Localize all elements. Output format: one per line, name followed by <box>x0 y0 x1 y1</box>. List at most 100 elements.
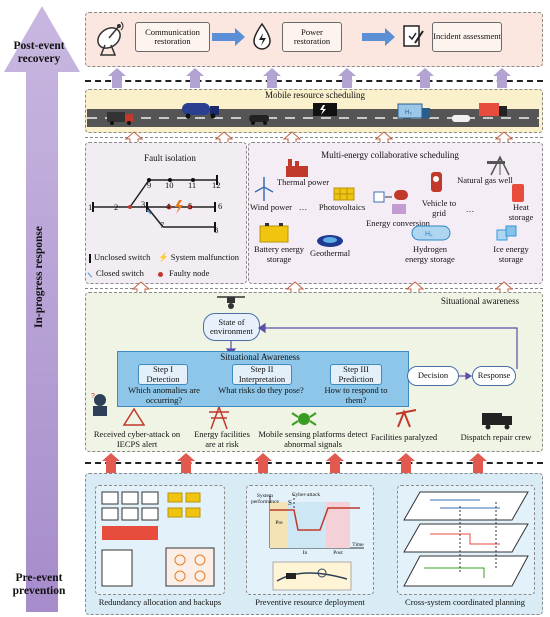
drone-icon <box>217 296 245 309</box>
chart-in: In <box>302 550 308 556</box>
chart-xlabel: Time <box>352 542 364 548</box>
fault-node-label: 3 <box>141 199 146 209</box>
fault-node-label: 9 <box>147 180 152 190</box>
chart-pre: Pre <box>275 520 283 526</box>
wind-label: Wind power <box>250 202 292 212</box>
separator-2 <box>85 137 543 138</box>
assessment-icon <box>403 25 424 47</box>
v2g-label: Vehicle to grid <box>421 198 457 218</box>
separator-4 <box>85 462 543 464</box>
heat-storage-icon <box>512 184 524 202</box>
awareness-title: Situational awareness <box>440 296 520 306</box>
chart-post: Post <box>333 550 343 556</box>
transition-arrows-3 <box>131 281 514 296</box>
sa-question-1: Which anomalies are occurring? <box>128 385 200 405</box>
legend-closed-switch: Closed switch <box>87 268 144 278</box>
legend-system-malfunction: ⚡ System malfunction <box>158 252 239 262</box>
fault-node-label: 11 <box>188 180 197 190</box>
alert-recycle-icon <box>122 407 146 426</box>
battery-label: Battery energy storage <box>253 244 305 264</box>
hacker-icon: ? <box>91 393 107 416</box>
fault-node-label: 4 <box>166 201 171 211</box>
fault-title: Fault isolation <box>144 153 196 163</box>
fault-node-label: 2 <box>114 202 119 212</box>
response-box: Response <box>472 366 516 386</box>
ice-label: Ice energy storage <box>493 244 529 264</box>
state-of-environment: State of environment <box>203 313 260 341</box>
transition-arrows-1 <box>108 68 511 88</box>
oil-pump-icon <box>395 409 417 428</box>
battery-icon <box>259 223 289 243</box>
geothermal-label: Geothermal <box>309 248 351 258</box>
sa-title: Situational Awareness <box>220 352 300 362</box>
recovery-step-incident: Incident assessment <box>432 22 502 52</box>
sensing-robot-icon <box>291 412 317 426</box>
transition-arrows-2 <box>124 131 514 146</box>
awareness-item-1: Received cyber-attack on IECPS alert <box>93 429 181 449</box>
recovery-step-communication: Communication restoration <box>135 22 210 52</box>
heat-label: Heat storage <box>508 202 534 222</box>
svg-text:H₂: H₂ <box>405 110 412 116</box>
energy-conversion-icon <box>373 190 408 214</box>
energy-title: Multi-energy collaborative scheduling <box>321 150 459 160</box>
thermal-plant-icon <box>286 159 308 177</box>
fault-node-label: 10 <box>165 180 174 190</box>
fault-node-label: 6 <box>218 201 223 211</box>
fault-node-label: 5 <box>188 201 193 211</box>
sa-step-1: Step I Detection <box>138 364 188 385</box>
thermal-label: Thermal power <box>276 177 330 187</box>
awareness-item-2: Energy facilities are at risk <box>194 429 250 449</box>
geothermal-icon <box>317 235 343 247</box>
legend-unclosed-switch: Unclosed switch <box>89 252 150 263</box>
tanker-icon <box>182 103 219 119</box>
ice-storage-icon <box>496 225 517 241</box>
transition-arrows-4 <box>102 453 487 473</box>
legend-faulty-node: Faulty node <box>158 268 209 278</box>
svg-text:?: ? <box>91 393 95 400</box>
pv-label: Photovoltaics <box>318 202 366 212</box>
truck-icon <box>107 112 133 125</box>
mobile-title: Mobile resource scheduling <box>265 90 365 100</box>
hydrogen-truck-icon: H₂ <box>397 103 430 119</box>
satellite-dish-icon <box>97 21 124 56</box>
car-icon <box>249 115 269 125</box>
separator-1 <box>85 80 543 82</box>
awareness-item-4: Facilities paralyzed <box>370 432 438 442</box>
ev-charger-icon <box>431 172 442 192</box>
svg-text:H₂: H₂ <box>425 231 433 238</box>
fuel-truck-icon <box>479 103 507 116</box>
phase-post-event: Post-event recovery <box>13 40 65 65</box>
dots-1: … <box>298 202 308 212</box>
redundancy-grid-icon <box>101 491 215 587</box>
resource-map-icon <box>272 561 352 591</box>
wind-turbine-icon <box>254 177 274 201</box>
phase-pre-event: Pre-event prevention <box>12 572 66 597</box>
awareness-item-3: Mobile sensing platforms detect abnormal… <box>258 429 368 449</box>
conversion-label: Energy conversion <box>366 218 430 228</box>
fault-node-label: 7 <box>160 220 165 230</box>
lightning-drop-icon <box>253 22 271 50</box>
sa-step-3: Step III Prediction <box>330 364 382 385</box>
gas-label: Natural gas well <box>457 175 513 185</box>
chart-letter: S <box>288 499 292 507</box>
chart-ylabel: System performance <box>251 493 279 505</box>
performance-chart <box>269 494 364 549</box>
dots-2: … <box>465 204 475 214</box>
hydrogen-tank-icon: H₂ <box>411 225 451 241</box>
chart-attack-label: Cyber-attack <box>291 492 321 498</box>
gas-well-icon <box>487 155 510 176</box>
road-with-vehicles: H₂ <box>87 103 539 127</box>
fault-network-diagram <box>92 175 218 232</box>
sa-question-3: How to respond to them? <box>324 385 388 405</box>
separator-3 <box>85 288 543 289</box>
fault-panel <box>85 142 247 284</box>
sa-question-2: What risks do they pose? <box>218 385 304 395</box>
fault-node-label: 8 <box>214 225 219 235</box>
fault-node-label: 1 <box>88 202 93 212</box>
repair-truck-icon <box>482 413 512 430</box>
prevention-item-3: Cross-system coordinated planning <box>405 597 525 607</box>
fault-node-label: 12 <box>212 180 221 190</box>
decision-box: Decision <box>407 366 459 386</box>
prevention-item-2: Preventive resource deployment <box>255 597 365 607</box>
layered-map-icon <box>403 491 529 587</box>
